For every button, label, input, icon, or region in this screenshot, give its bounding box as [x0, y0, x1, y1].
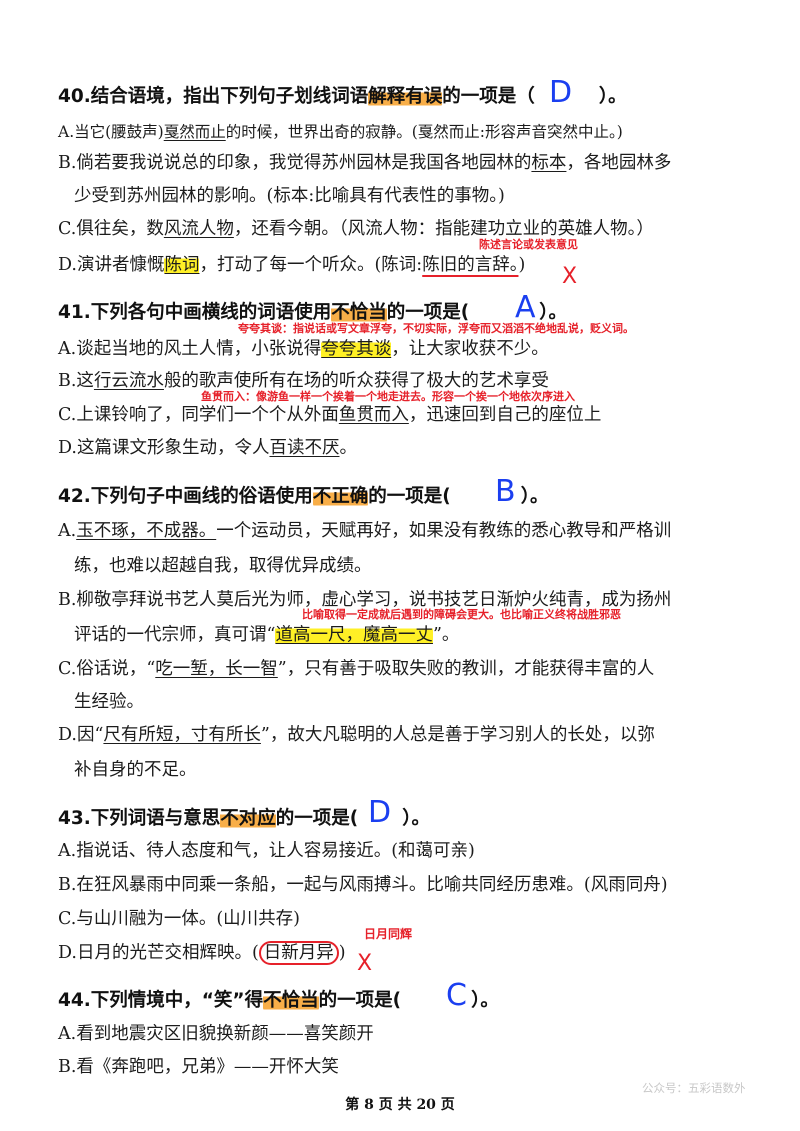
page-number: 第 8 页 共 20 页	[345, 1097, 455, 1113]
q43-option-d: D.日月的光芒交相辉映。(日新月异)	[58, 941, 346, 965]
q43-option-a: A.指说话、待人态度和气，让人容易接近。(和蔼可亲)	[58, 841, 475, 861]
q42-option-d: D.因“尺有所短，寸有所长”，故大凡聪明的人总是善于学习别人的长处，以弥	[58, 725, 655, 745]
q41-option-d: D.这篇课文形象生动，令人百读不厌。	[58, 438, 357, 458]
q44-option-a: A.看到地震灾区旧貌换新颜——喜笑颜开	[58, 1024, 374, 1044]
q43-option-b: B.在狂风暴雨中同乘一条船，一起与风雨搏斗。比喻共同经历患难。(风雨同舟)	[58, 875, 668, 895]
annotation-q42: 比喻取得一定成就后遇到的障碍会更大。也比喻正义终将战胜邪恶	[302, 608, 621, 621]
q41-option-a: A.谈起当地的风土人情，小张说得夸夸其谈，让大家收获不少。	[58, 339, 549, 359]
question-44-title: 44.下列情境中，“笑”得不恰当的一项是(）。	[58, 990, 499, 1011]
handwritten-answer-41: A	[515, 290, 536, 325]
annotation-q41-a: 夸夸其谈：指说话或写文章浮夸，不切实际，浮夸而又滔滔不绝地乱说，贬义词。	[238, 322, 634, 335]
q44-option-b: B.看《奔跑吧，兄弟》——开怀大笑	[58, 1057, 339, 1077]
wrong-mark-icon: X	[562, 264, 578, 289]
q40-option-b: B.倘若要我说说总的印象，我觉得苏州园林是我国各地园林的标本，各地园林多	[58, 153, 672, 173]
q42-option-b: B.柳敬亭拜说书艺人莫后光为师，虚心学习，说书技艺日渐炉火纯青，成为扬州	[58, 590, 672, 610]
handwritten-answer-42: B	[495, 474, 516, 509]
q40-option-b-cont: 少受到苏州园林的影响。(标本:比喻具有代表性的事物。)	[74, 186, 505, 206]
wrong-mark-icon: X	[357, 951, 373, 976]
highlight: 不正确	[312, 486, 369, 507]
q41-option-c: C.上课铃响了，同学们一个个从外面鱼贯而入，迅速回到自己的座位上	[58, 405, 602, 425]
q42-option-d-cont: 补自身的不足。	[74, 760, 197, 780]
watermark: 公众号：五彩语数外	[642, 1081, 746, 1095]
highlight: 不恰当	[331, 302, 387, 323]
highlight: 不恰当	[263, 990, 319, 1011]
q42-option-c-cont: 生经验。	[74, 692, 144, 712]
question-42-title: 42.下列句子中画线的俗语使用不正确的一项是(）。	[58, 486, 549, 507]
q40-option-d: D.演讲者慷慨陈词，打动了每一个听众。(陈词:陈旧的言辞。)	[58, 255, 526, 275]
annotation-q43: 日月同辉	[364, 927, 413, 941]
q40-option-c: C.俱往矣，数风流人物，还看今朝。（风流人物：指能建功立业的英雄人物。）	[58, 219, 654, 239]
handwritten-answer-40: D	[549, 75, 573, 110]
handwritten-answer-44: C	[446, 978, 467, 1013]
annotation-q40: 陈述言论或发表意见	[479, 238, 578, 251]
q42-option-a-cont: 练，也难以超越自我，取得优异成绩。	[74, 556, 372, 576]
highlight: 不对应	[220, 808, 276, 829]
q42-option-c: C.俗话说，“吃一堑，长一智”，只有善于吸取失败的教训，才能获得丰富的人	[58, 659, 655, 679]
question-43-title: 43.下列词语与意思不对应的一项是(）。	[58, 808, 431, 829]
circled-answer: 日新月异	[258, 941, 339, 965]
question-40-title: 40.结合语境，指出下列句子划线词语解释有误的一项是（）。	[58, 86, 627, 107]
q40-option-a: A.当它(腰鼓声)戛然而止的时候，世界出奇的寂静。(戛然而止:形容声音突然中止。…	[58, 123, 623, 141]
q42-option-a: A.玉不琢，不成器。一个运动员，天赋再好，如果没有教练的悉心教导和严格训	[58, 521, 672, 541]
annotation-q41-c: 鱼贯而入：像游鱼一样一个挨着一个地走进去。形容一个挨一个地依次序进入	[201, 390, 575, 403]
highlight: 解释有误	[368, 86, 443, 107]
q42-option-b-cont: 评话的一代宗师，真可谓“道高一尺，魔高一丈”。	[74, 625, 460, 645]
question-41-title: 41.下列各句中画横线的词语使用不恰当的一项是(）。	[58, 302, 568, 323]
q43-option-c: C.与山川融为一体。(山川共存)	[58, 909, 300, 929]
q41-option-b: B.这行云流水般的歌声使所有在场的听众获得了极大的艺术享受	[58, 371, 549, 391]
handwritten-answer-43: D	[368, 795, 392, 830]
